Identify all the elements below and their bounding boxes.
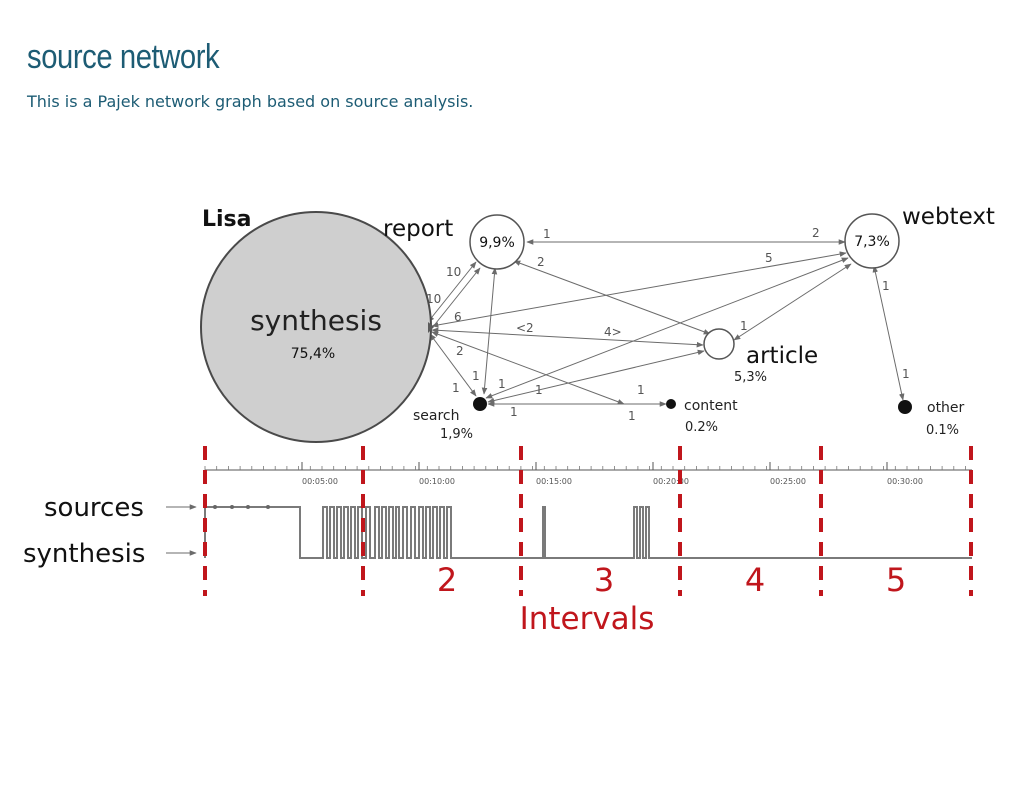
edge-weight-labels: 10 10 6 <2 4> 2 1 1 1 2 2 5 1 1 1 1 1 1 … xyxy=(426,226,890,423)
tick-label: 00:05:00 xyxy=(302,477,338,486)
interval-markers xyxy=(203,446,973,596)
node-synthesis-anchor xyxy=(428,322,434,333)
weight-label: 1 xyxy=(882,279,890,293)
edge-search-article xyxy=(487,349,705,404)
tick-label: 00:25:00 xyxy=(770,477,806,486)
source-dot xyxy=(213,505,217,509)
node-article-label: article xyxy=(746,343,818,369)
weight-label: 1 xyxy=(902,367,910,381)
participant-label: Lisa xyxy=(202,207,252,232)
row-label-synthesis: synthesis xyxy=(23,539,145,569)
weight-label: 1 xyxy=(628,409,636,423)
source-dot xyxy=(246,505,250,509)
node-content-share: 0.2% xyxy=(685,420,718,435)
tick-label: 00:30:00 xyxy=(887,477,923,486)
node-content: content 0.2% xyxy=(666,398,738,435)
network-edges xyxy=(427,239,905,407)
tick-label: 00:20:00 xyxy=(653,477,689,486)
node-other-share: 0.1% xyxy=(926,423,959,438)
weight-label: <2 xyxy=(516,321,534,335)
weight-label: 4> xyxy=(604,325,622,339)
node-other-dot xyxy=(898,400,912,414)
edge-search-webtext xyxy=(485,257,849,399)
node-report-label: report xyxy=(383,216,453,242)
edge-webtext-other xyxy=(872,265,905,401)
node-other-label: other xyxy=(927,400,965,416)
tick-label: 00:15:00 xyxy=(536,477,572,486)
weight-label: 1 xyxy=(452,381,460,395)
node-webtext-label: webtext xyxy=(902,204,995,230)
weight-label: 1 xyxy=(510,405,518,419)
node-synthesis-label: synthesis xyxy=(250,304,382,337)
weight-label: 2 xyxy=(456,344,464,358)
node-report-circle xyxy=(469,214,525,270)
activity-trace xyxy=(204,506,972,559)
intervals-label: Intervals xyxy=(520,601,655,637)
edge-report-search xyxy=(481,267,498,395)
weight-label: 6 xyxy=(454,310,462,324)
page-title: source network xyxy=(27,38,220,76)
edge-synthesis-article xyxy=(431,327,704,348)
node-search: search 1,9% xyxy=(413,397,487,442)
weight-label: 2 xyxy=(537,255,545,269)
source-dots xyxy=(213,505,270,509)
node-webtext: 7,3% webtext xyxy=(844,204,995,269)
weight-label: 1 xyxy=(637,383,645,397)
source-dot xyxy=(230,505,234,509)
weight-label: 5 xyxy=(765,251,773,265)
node-content-dot xyxy=(666,399,676,409)
edge-synthesis-content xyxy=(431,331,625,405)
node-synthesis: synthesis 75,4% xyxy=(200,211,434,443)
interval-number: 4 xyxy=(745,561,765,599)
node-webtext-share: 7,3% xyxy=(854,234,890,250)
tick-label: 00:10:00 xyxy=(419,477,455,486)
timeline: 00:05:00 00:10:00 00:15:00 00:20:00 00:2… xyxy=(23,446,973,637)
edge-synthesis-search xyxy=(429,333,477,397)
weight-label: 2 xyxy=(812,226,820,240)
node-other: other 0.1% xyxy=(898,400,965,438)
node-search-dot xyxy=(473,397,487,411)
weight-label: 1 xyxy=(472,369,480,383)
timeline-minor-ticks xyxy=(204,462,966,470)
interval-number: 3 xyxy=(594,561,614,599)
row-label-sources: sources xyxy=(44,493,144,523)
node-report: 9,9% report xyxy=(383,214,525,270)
node-article: article 5,3% xyxy=(703,328,818,385)
weight-label: 1 xyxy=(740,319,748,333)
interval-number: 2 xyxy=(437,561,457,599)
source-dot xyxy=(266,505,270,509)
interval-number: 5 xyxy=(886,561,906,599)
weight-label: 10 xyxy=(446,265,461,279)
weight-label: 1 xyxy=(498,377,506,391)
node-webtext-circle xyxy=(844,213,900,269)
node-article-circle xyxy=(703,328,735,360)
node-search-label: search xyxy=(413,408,460,424)
weight-label: 1 xyxy=(543,227,551,241)
edge-webtext-article xyxy=(733,263,852,341)
node-synthesis-share: 75,4% xyxy=(291,346,335,362)
node-report-share: 9,9% xyxy=(479,235,515,251)
weight-label: 10 xyxy=(426,292,441,306)
page-subtitle: This is a Pajek network graph based on s… xyxy=(27,92,474,111)
weight-label: 1 xyxy=(535,383,543,397)
node-article-share: 5,3% xyxy=(734,370,767,385)
node-search-share: 1,9% xyxy=(440,427,473,442)
node-content-label: content xyxy=(684,398,738,414)
